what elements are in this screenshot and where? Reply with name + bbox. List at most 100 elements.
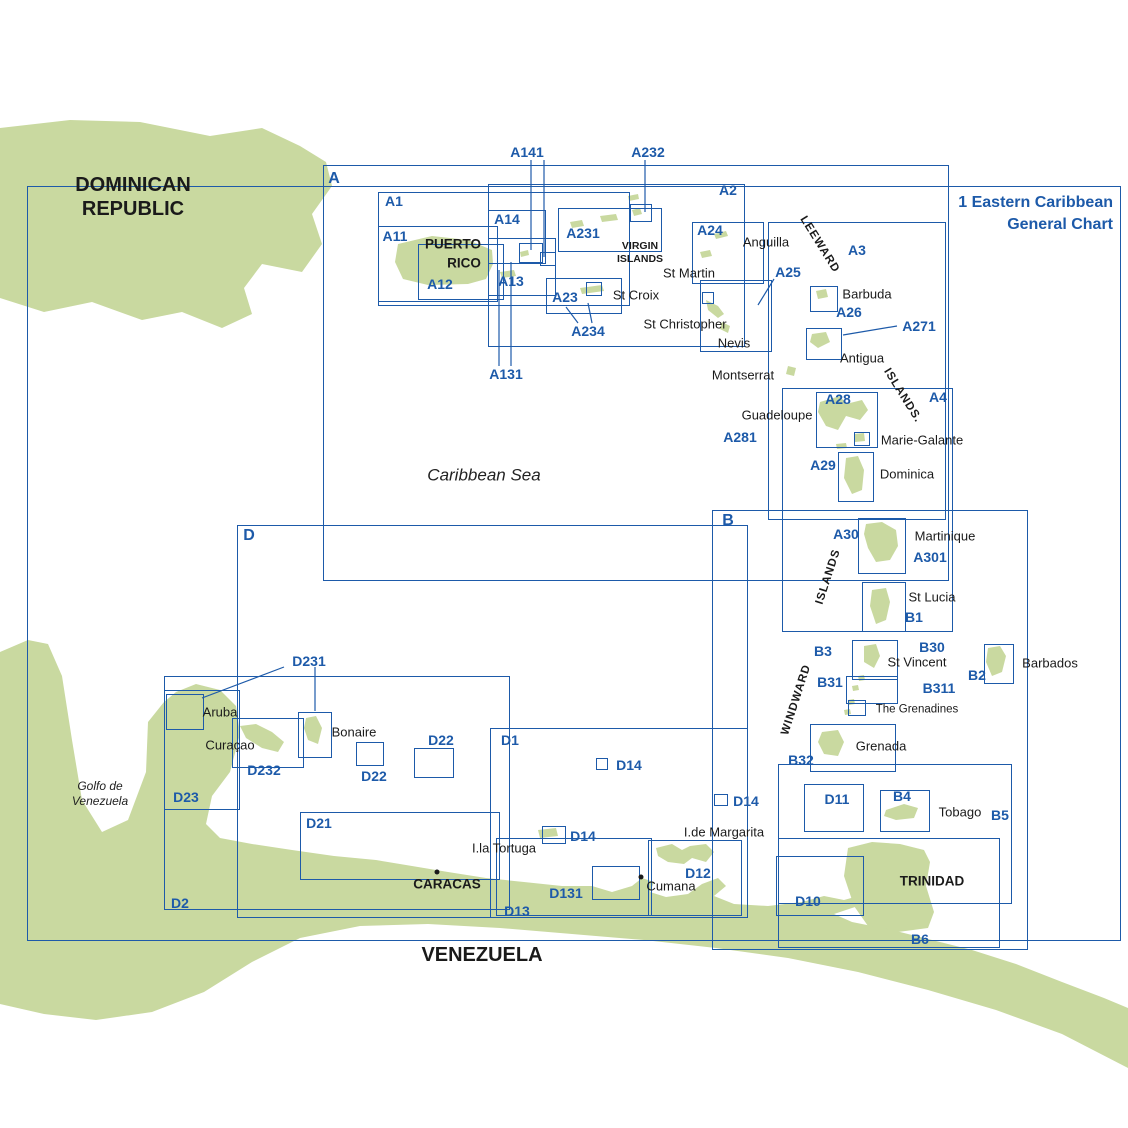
label-barbuda: Barbuda <box>842 286 892 302</box>
label-a4: A4 <box>929 389 947 405</box>
label-venezuela: Venezuela <box>71 794 129 808</box>
label-d14: D14 <box>733 793 759 809</box>
chart-box-d231-inset-bonaire <box>298 712 332 758</box>
label-caracas: CARACAS <box>413 876 481 892</box>
label-a131: A131 <box>489 366 523 382</box>
label-a28: A28 <box>825 391 851 407</box>
land-antigua <box>810 332 830 348</box>
label-d22: D22 <box>428 732 454 748</box>
chart-box-d131 <box>592 866 640 900</box>
label-b311: B311 <box>922 680 956 696</box>
land-st-martin <box>700 250 712 258</box>
label-marie-galante: Marie-Galante <box>880 432 964 448</box>
chart-box-b5 <box>778 764 1012 904</box>
label-golfo-de: Golfo de <box>77 779 123 793</box>
land-curacao <box>240 724 284 752</box>
chart-box-b <box>712 510 1028 950</box>
label-d23: D23 <box>173 789 199 805</box>
chart-box-a <box>323 165 949 581</box>
label-a13: A13 <box>498 273 524 289</box>
label-a281: A281 <box>723 429 757 445</box>
label-a301: A301 <box>913 549 947 565</box>
label-a26: A26 <box>836 304 862 320</box>
label-a24: A24 <box>697 222 723 238</box>
label-b: B <box>722 512 734 529</box>
chart-box-a24 <box>692 222 764 284</box>
chart-box-a30 <box>858 518 906 574</box>
label-a23: A23 <box>552 289 578 305</box>
land-st-vincent <box>864 644 880 668</box>
label-b31: B31 <box>817 674 843 690</box>
leader-line <box>565 306 579 324</box>
leader-line <box>842 325 898 336</box>
label-a231: A231 <box>566 225 600 241</box>
label-d21: D21 <box>306 815 332 831</box>
label-caribbean-sea: Caribbean Sea <box>427 465 541 485</box>
chart-box-a23 <box>546 278 622 314</box>
chart-box-d231-inset-aruba <box>166 694 204 730</box>
chart-box-st-martin-inset <box>702 292 714 304</box>
label-a232: A232 <box>631 144 665 160</box>
label-a11: A11 <box>382 228 408 244</box>
land-marie-galante <box>854 433 865 442</box>
land-anegada <box>628 194 639 201</box>
land-guadeloupe <box>818 396 868 430</box>
label-aruba: Aruba <box>202 704 238 720</box>
chart-box-a141-inset-1 <box>519 243 543 263</box>
land-bonaire <box>304 716 322 744</box>
land-hispaniola <box>0 120 332 328</box>
land-anguilla <box>714 231 728 239</box>
chart-box-a3 <box>768 222 946 520</box>
label-a2: A2 <box>719 182 737 198</box>
land-martinique <box>864 522 898 562</box>
label-d1: D1 <box>501 732 519 748</box>
label-puerto: PUERTO <box>424 236 482 252</box>
label-dominica: Dominica <box>879 466 935 482</box>
land-grenada <box>818 730 844 756</box>
chart-box-a26 <box>810 286 838 312</box>
chart-box-d1 <box>490 728 748 918</box>
land-margarita <box>656 844 714 864</box>
label-a271: A271 <box>902 318 936 334</box>
land-st-kitts <box>706 300 724 318</box>
chart-box-b2 <box>984 644 1014 684</box>
chart-box-a11 <box>378 226 498 302</box>
label-the-grenadines: The Grenadines <box>875 703 959 716</box>
label-a234: A234 <box>571 323 605 339</box>
land-dominica <box>844 456 864 494</box>
label-islands: ISLANDS <box>616 252 664 265</box>
leader-line <box>201 666 285 699</box>
land-barbuda <box>816 289 828 299</box>
label-a1: A1 <box>385 193 403 209</box>
label-st-martin: St Martin <box>662 265 716 281</box>
label-d2: D2 <box>171 895 189 911</box>
land-tobago <box>884 804 918 820</box>
chart-box-d14-inset-1 <box>596 758 608 770</box>
chart-box-1 <box>27 186 1121 941</box>
label-bonaire: Bonaire <box>331 724 377 740</box>
label-cumana: Cumana <box>646 878 696 894</box>
chart-box-a232-inset <box>630 204 652 222</box>
label-1-eastern-caribbean: 1 Eastern Caribbean <box>958 194 1113 211</box>
land-nevis <box>720 322 730 333</box>
chart-box-marie-galante-inset <box>854 432 870 446</box>
label-b32: B32 <box>788 752 814 768</box>
label-d13: D13 <box>504 903 530 919</box>
label-a14: A14 <box>494 211 520 227</box>
label-barbados: Barbados <box>1022 655 1078 671</box>
label-b6: B6 <box>911 931 929 947</box>
chart-box-d13 <box>496 838 652 916</box>
label-d131: D131 <box>549 885 583 901</box>
chart-box-a231 <box>558 208 662 252</box>
label-republic: REPUBLIC <box>81 198 185 220</box>
label-cura-ao: Curaçao <box>205 737 255 753</box>
chart-box-a28 <box>816 392 878 448</box>
label-trinidad: TRINIDAD <box>899 873 965 889</box>
label-d: D <box>243 527 255 544</box>
caracas-dot <box>434 869 440 875</box>
chart-box-d12 <box>648 840 742 916</box>
chart-box-d22-east <box>414 748 454 778</box>
label-grenada: Grenada <box>855 738 907 754</box>
label-tobago: Tobago <box>938 804 982 820</box>
